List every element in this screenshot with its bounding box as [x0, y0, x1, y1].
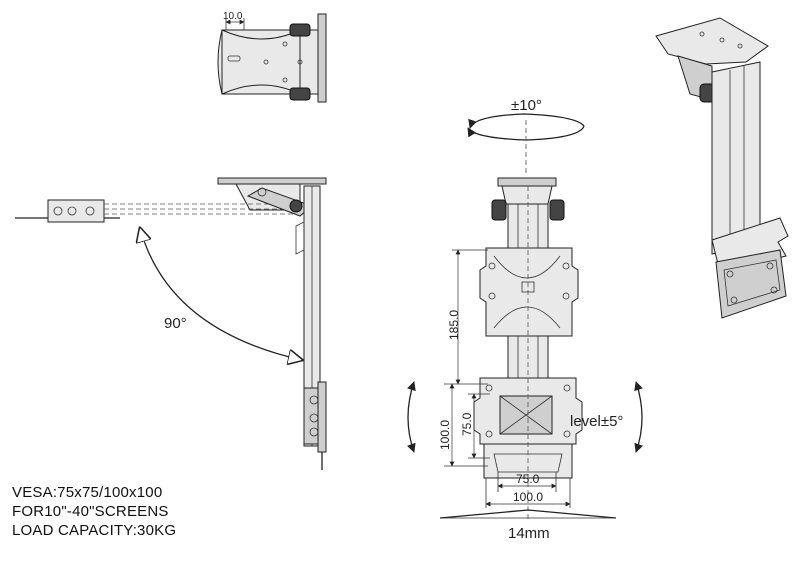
vesa-height-small-label: 75.0 — [460, 412, 474, 436]
vesa-width-small-label: 75.0 — [516, 472, 540, 486]
height-total-label: 185.0 — [447, 310, 461, 340]
vesa-height-large-label: 100.0 — [438, 420, 452, 450]
spec-load: LOAD CAPACITY:30KG — [12, 522, 177, 539]
front-view: ±10° 185.0 100.0 — [406, 97, 644, 542]
spec-vesa: VESA:75x75/100x100 — [12, 484, 163, 501]
perspective-view — [655, 17, 789, 319]
top-view: 10.0 — [217, 11, 327, 103]
spec-screens: FOR10"-40"SCREENS — [12, 503, 169, 520]
vesa-width-large-label: 100.0 — [513, 490, 543, 504]
depth-offset-label: 14mm — [508, 525, 550, 542]
top-offset-label: 10.0 — [223, 11, 243, 22]
side-view: 90° — [15, 177, 327, 470]
level-label: level±5° — [570, 413, 623, 430]
rotation-label: ±10° — [511, 97, 542, 114]
tilt-angle-label: 90° — [164, 315, 187, 332]
